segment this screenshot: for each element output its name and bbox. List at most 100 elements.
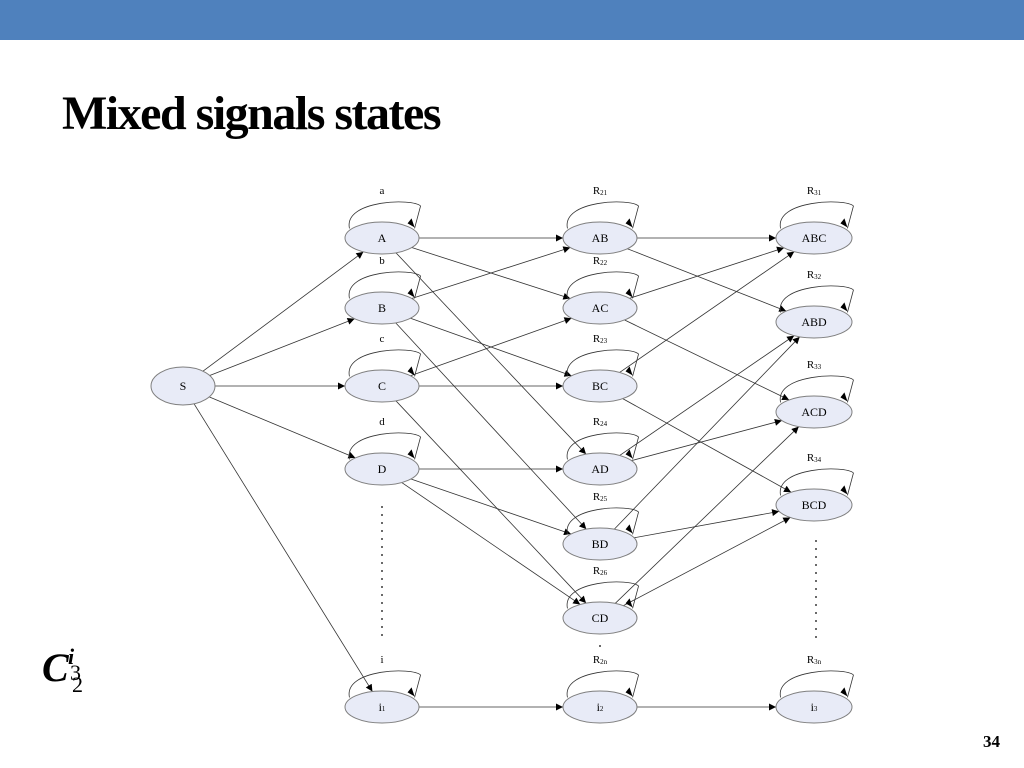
edge-S-A	[202, 251, 364, 372]
self-loop-arrowhead-BCD	[840, 485, 848, 495]
self-loop-arrowhead-D	[407, 449, 415, 459]
self-loop-arrowhead-ABD	[840, 302, 848, 312]
node-label-ABD: ABD	[801, 315, 827, 329]
node-ellipse-AB	[562, 221, 638, 255]
self-loops-layer: abcdiR21R22R23R24R25R26R2nR31R32R33R34R3…	[349, 185, 854, 698]
ellipsis-dot	[381, 538, 383, 540]
edge-AB-ABD	[627, 248, 787, 312]
edge-S-i1	[193, 403, 373, 692]
ellipsis-dot	[815, 628, 817, 630]
ellipsis-dot	[599, 645, 601, 647]
ellipsis-dot	[815, 548, 817, 550]
edge-D-CD	[401, 482, 581, 605]
node-ellipse-ACD	[775, 395, 853, 429]
self-loop-CD	[567, 581, 640, 609]
self-loop-arrowhead-i2	[625, 687, 633, 697]
self-loop-B	[349, 271, 422, 299]
ellipsis-dot	[815, 596, 817, 598]
node-ellipse-AC	[562, 291, 638, 325]
node-ellipse-S	[150, 366, 216, 406]
node-label-i3: i3	[811, 700, 818, 714]
node-ellipse-ABD	[775, 305, 853, 339]
edge-CD-BCD	[623, 517, 791, 606]
edge-D-BD	[410, 478, 572, 536]
ellipsis-dot	[815, 564, 817, 566]
page-number: 34	[983, 732, 1000, 751]
loop-label-C: c	[380, 333, 385, 345]
edge-C-AC	[410, 317, 572, 377]
formula-base: C	[42, 645, 69, 690]
formula-subscript: 2	[72, 672, 83, 697]
ellipsis-dot	[815, 580, 817, 582]
loop-label-BD: R25	[593, 491, 608, 503]
edge-BD-ABD	[613, 336, 800, 530]
ellipsis-dot	[381, 594, 383, 596]
state-node-BCD: BCD	[775, 488, 853, 522]
ellipsis-dot	[381, 514, 383, 516]
ellipsis-dot	[381, 610, 383, 612]
edge-BC-ABC	[619, 251, 795, 373]
state-node-C: C	[344, 369, 420, 403]
node-ellipse-D	[344, 452, 420, 486]
state-node-ACD: ACD	[775, 395, 853, 429]
node-label-D: D	[378, 462, 387, 476]
self-loop-arrowhead-B	[407, 288, 415, 298]
edge-AC-ABC	[629, 246, 785, 299]
loop-label-B: b	[379, 255, 385, 267]
state-node-D: D	[344, 452, 420, 486]
loop-label-AC: R22	[593, 255, 608, 267]
self-loop-arrowhead-i1	[407, 687, 415, 697]
node-ellipse-CD	[562, 601, 638, 635]
node-ellipse-C	[344, 369, 420, 403]
self-loop-A	[349, 201, 422, 229]
node-ellipse-ABC	[775, 221, 853, 255]
self-loop-BD	[567, 507, 640, 535]
ellipsis-dot	[381, 634, 383, 636]
node-label-B: B	[378, 301, 386, 315]
ellipsis-dot	[815, 540, 817, 542]
self-loop-BC	[567, 349, 640, 377]
self-loop-arrowhead-ACD	[840, 392, 848, 402]
edge-A-AD	[395, 252, 587, 455]
slide-title: Mixed signals states	[62, 87, 442, 140]
node-label-BCD: BCD	[802, 498, 827, 512]
ellipsis-dot	[815, 572, 817, 574]
self-loop-arrowhead-AC	[625, 288, 633, 298]
state-node-AD: AD	[562, 452, 638, 486]
loop-label-D: d	[379, 416, 385, 428]
state-node-CD: CD	[562, 601, 638, 635]
loop-label-ABD: R32	[807, 269, 822, 281]
self-loop-D	[349, 432, 422, 460]
ellipsis-dot	[815, 556, 817, 558]
combination-formula: C i 3 2	[42, 644, 102, 704]
loop-label-CD: R26	[593, 565, 608, 577]
ellipsis-dot	[381, 602, 383, 604]
self-loop-i1	[349, 670, 422, 698]
self-loop-arrowhead-ABC	[840, 218, 848, 228]
top-accent-bar	[0, 0, 1024, 40]
ellipsis-dot	[381, 570, 383, 572]
state-node-ABD: ABD	[775, 305, 853, 339]
self-loop-ABC	[780, 201, 854, 229]
self-loop-arrowhead-A	[407, 218, 415, 228]
state-node-i3: i3	[775, 690, 853, 724]
node-label-AC: AC	[592, 301, 609, 315]
loop-label-i1: i	[380, 654, 383, 666]
node-label-ACD: ACD	[801, 405, 827, 419]
edge-AD-ACD	[631, 418, 782, 461]
node-ellipse-i1	[344, 690, 420, 724]
state-node-AC: AC	[562, 291, 638, 325]
node-ellipse-i3	[775, 690, 853, 724]
self-loop-ACD	[780, 375, 854, 403]
state-node-B: B	[344, 291, 420, 325]
edge-CD-ACD	[614, 426, 800, 604]
self-loop-arrowhead-CD	[625, 598, 633, 608]
node-ellipse-A	[344, 221, 420, 255]
node-ellipse-i2	[562, 690, 638, 724]
self-loop-i3	[780, 670, 854, 698]
edge-S-D	[209, 396, 356, 459]
self-loop-arrowhead-AB	[625, 218, 633, 228]
formula-superscript: i	[68, 644, 75, 669]
loop-label-ACD: R33	[807, 359, 822, 371]
